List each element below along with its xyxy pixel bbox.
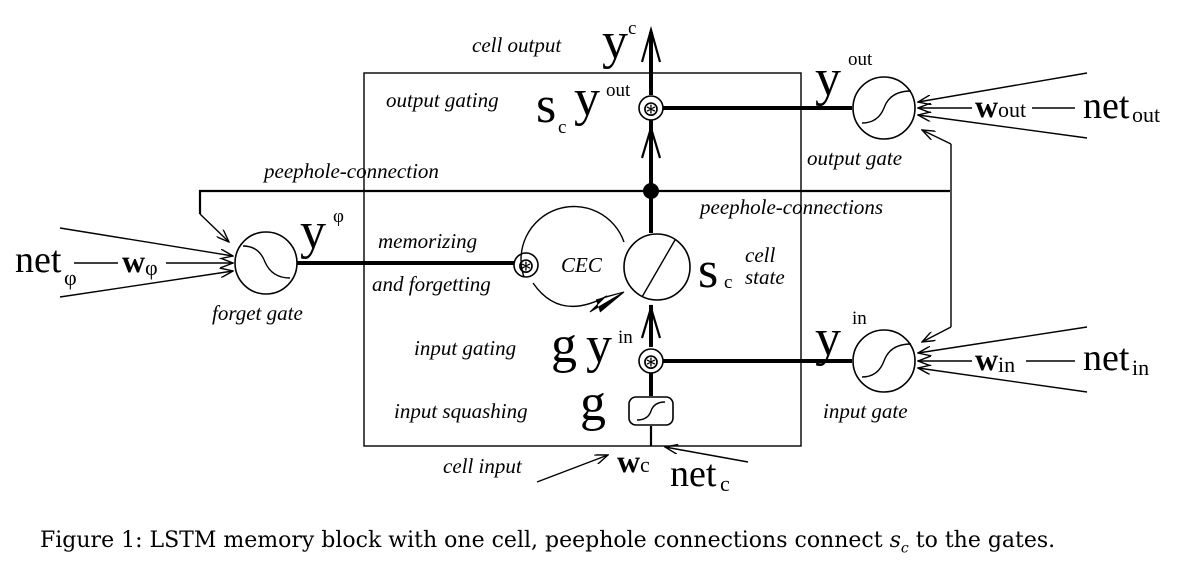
- input-gate-label: input gate: [823, 399, 908, 423]
- peephole-connections-label: peephole-connections: [698, 195, 883, 219]
- input-squashing-g-symbol: g: [580, 375, 606, 432]
- caption-math-var: s: [889, 528, 901, 553]
- peephole-connection-line: [198, 189, 950, 214]
- output-gate-sigmoid-icon: [861, 90, 912, 124]
- output-gate-peephole-arrow: [922, 130, 952, 145]
- cell-output-y-symbol: y: [602, 13, 628, 70]
- input-gating-y-sup: in: [618, 327, 633, 348]
- cell-input-weight-sub: c: [640, 452, 650, 477]
- state-to-output-arrowhead: [640, 124, 662, 159]
- caption-text-after: to the gates.: [915, 528, 1056, 553]
- forget-gate-y-sup: φ: [333, 206, 344, 227]
- input-squashing-label: input squashing: [394, 399, 528, 423]
- input-gating-y-symbol: y: [586, 317, 612, 374]
- cell-state-s-sub: c: [724, 272, 732, 293]
- output-gate-y-sup: out: [848, 49, 873, 70]
- input-gate-y-symbol: y: [815, 310, 841, 367]
- caption-math-sub: c: [900, 540, 909, 557]
- forget-gate-label: forget gate: [212, 301, 303, 325]
- cell-state-icon: [623, 233, 691, 301]
- input-gate-input-arrow-1: [918, 326, 1088, 353]
- forget-gate-peephole-arrow: [199, 213, 229, 242]
- input-gate-net-sub: in: [1132, 355, 1149, 380]
- input-gating-g-symbol: g: [551, 317, 577, 374]
- forget-gate-input-arrow-3: [59, 271, 233, 298]
- output-gating-y-sup: out: [606, 80, 631, 101]
- cell-input-net-sub: c: [720, 471, 730, 496]
- figure-caption: Figure 1: LSTM memory block with one cel…: [40, 528, 1055, 556]
- input-gate-peephole-arrow: [922, 326, 952, 342]
- memory-block-box: [363, 72, 802, 447]
- forget-gate-y-symbol: y: [300, 203, 326, 260]
- cell-input-label: cell input: [443, 454, 523, 478]
- input-gate-sigmoid-icon: [861, 343, 912, 378]
- caption-text-before: LSTM memory block with one cell, peephol…: [149, 528, 883, 553]
- output-gate-label: output gate: [807, 146, 902, 170]
- output-gate-weight-sub: out: [998, 97, 1026, 122]
- forget-gate-weight-sub: φ: [145, 255, 158, 280]
- cec-loop-arrowhead: [589, 291, 625, 313]
- output-gate-y-symbol: y: [815, 50, 841, 107]
- input-gate-input-arrow-3: [918, 368, 1088, 393]
- state-label: state: [745, 265, 785, 289]
- output-gating-label: output gating: [386, 88, 499, 112]
- output-gating-star: ⊛: [642, 96, 660, 121]
- output-gate-input-arrow-1: [918, 72, 1088, 102]
- output-gate-net-sub: out: [1132, 102, 1160, 127]
- cec-loop: [520, 205, 625, 278]
- output-gate-input-arrow-3: [918, 115, 1088, 139]
- cell-state-s-symbol: s: [698, 242, 718, 299]
- output-gate-net: net: [1083, 85, 1130, 127]
- caption-prefix: Figure 1:: [40, 528, 143, 553]
- peephole-junction-dot: [643, 183, 659, 199]
- cell-output-label: cell output: [472, 33, 562, 57]
- memorizing-label: memorizing: [378, 229, 477, 253]
- input-squashing-sigmoid-icon: [636, 401, 666, 421]
- cell-output-arrowhead: [640, 25, 662, 63]
- input-to-state-arrowhead: [640, 304, 662, 339]
- and-forgetting-label: and forgetting: [372, 272, 491, 296]
- cell-label: cell: [745, 243, 775, 267]
- cell-input-weight-w: w: [617, 443, 640, 479]
- cell-input-net: net: [670, 453, 717, 495]
- input-gating-label: input gating: [414, 336, 516, 360]
- input-gating-star: ⊛: [642, 349, 660, 374]
- cec-loop-lower: [532, 282, 608, 308]
- cell-state-slash-icon: [641, 239, 676, 298]
- output-gating-s-sub: c: [558, 117, 566, 138]
- forget-gate-net: net: [15, 239, 62, 281]
- cell-output-y-sup: c: [628, 18, 636, 39]
- forget-gate-net-sub: φ: [64, 265, 77, 290]
- input-gate-weight-sub: in: [998, 352, 1015, 377]
- cell-input-arrow-left: [536, 455, 608, 483]
- forget-gate-sigmoid-icon: [242, 245, 291, 279]
- peephole-connection-label: peephole-connection: [262, 159, 439, 183]
- forget-gate-weight-w: w: [122, 243, 145, 279]
- forget-multiply-star: ⊛: [517, 253, 535, 278]
- cell-input-arrow-right: [665, 447, 749, 463]
- input-gate-weight-w: w: [975, 341, 998, 377]
- output-gating-s-symbol: s: [536, 77, 556, 134]
- cec-label: CEC: [561, 253, 603, 277]
- forget-gate-input-arrow-1: [59, 227, 233, 256]
- output-gating-y-symbol: y: [574, 70, 600, 127]
- forget-multiply-icon: [513, 252, 539, 278]
- input-gate-net: net: [1083, 337, 1130, 379]
- input-gate-y-sup: in: [852, 308, 867, 329]
- output-gate-weight-w: w: [975, 88, 998, 124]
